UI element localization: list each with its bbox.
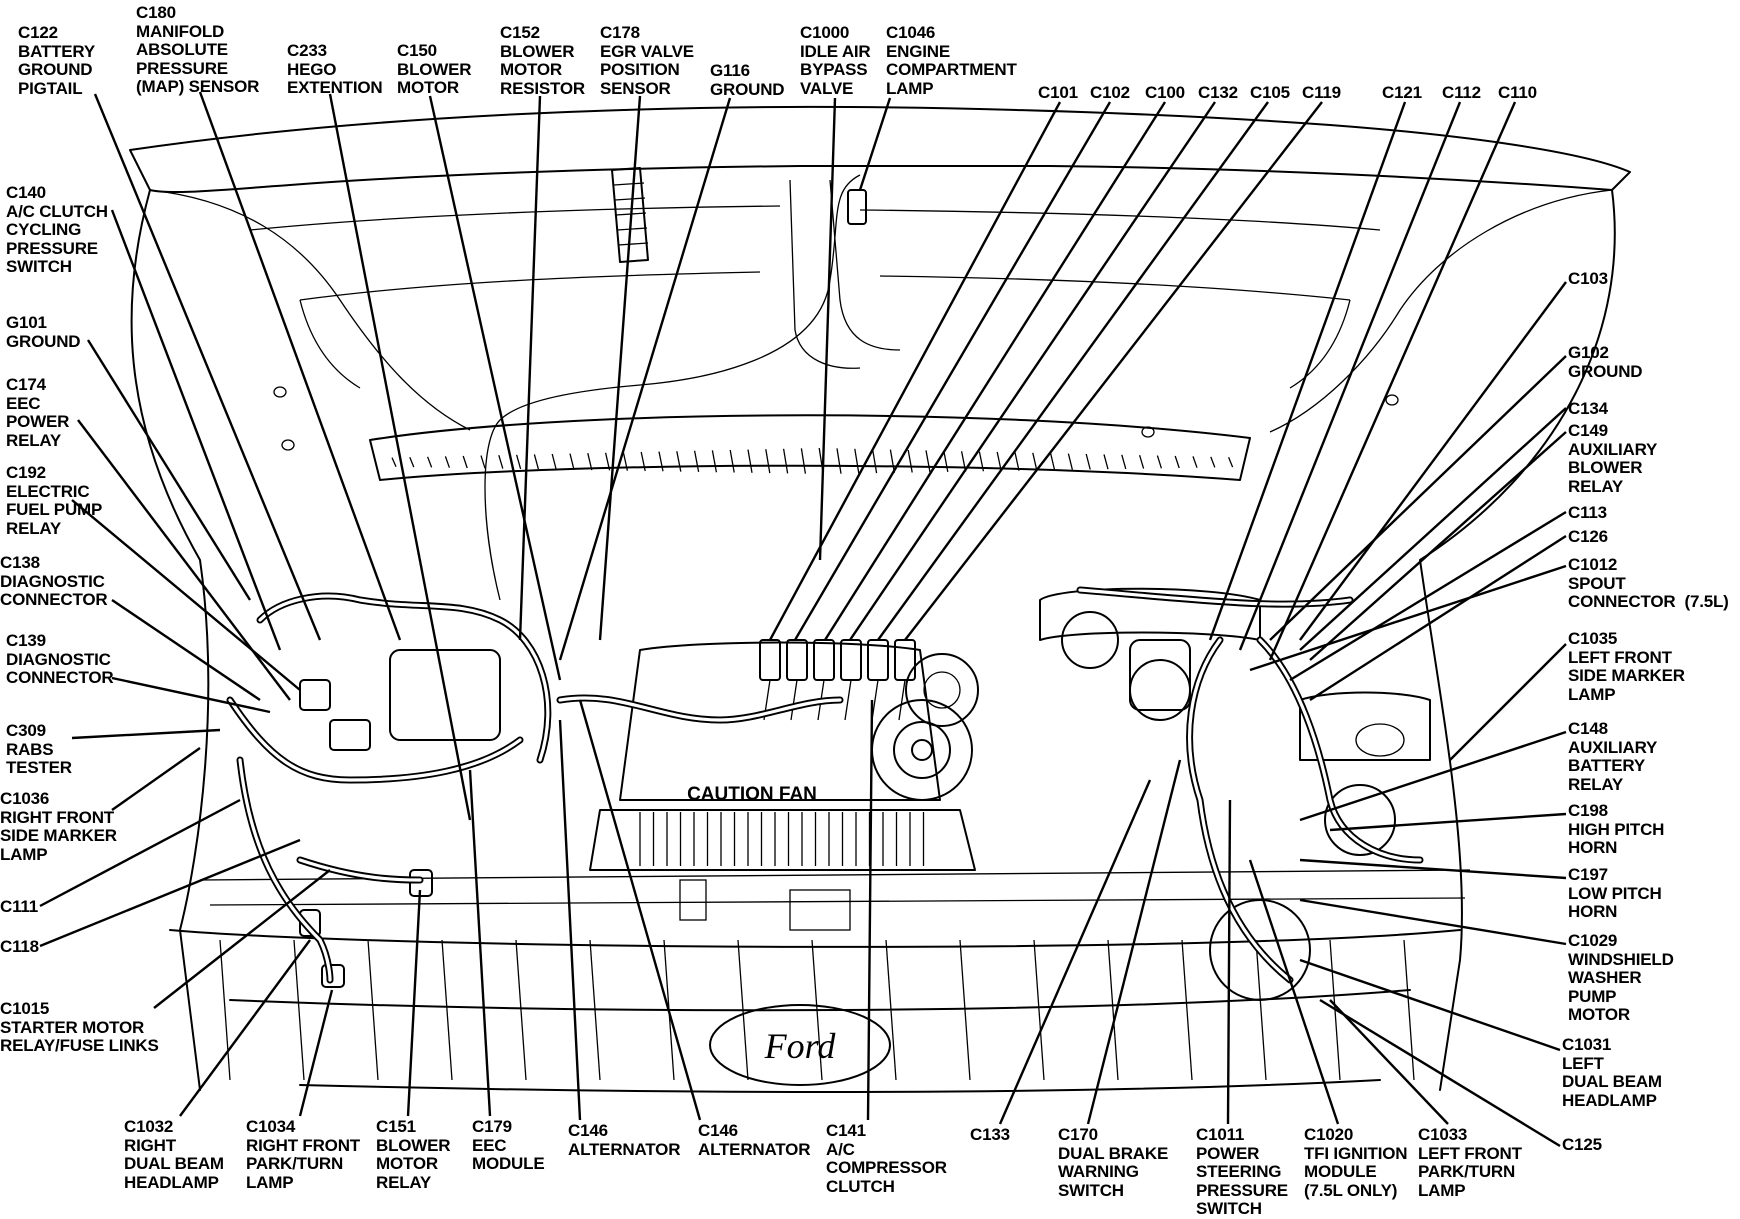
label-c121: C121 — [1382, 83, 1422, 102]
label-c102: C102 — [1090, 83, 1130, 102]
fuse-box — [389, 649, 501, 741]
label-c111: C111 — [0, 897, 38, 916]
engine-compartment-lamp — [847, 189, 867, 225]
label-c112: C112 — [1442, 83, 1481, 102]
hood — [129, 105, 1631, 451]
label-c134: C134 — [1568, 399, 1608, 418]
label-c113: C113 — [1568, 503, 1607, 522]
label-c133: C133 — [970, 1125, 1010, 1144]
bracket-a — [679, 879, 707, 921]
egr-spring-hose — [611, 167, 649, 263]
park-lamp-connector — [321, 964, 345, 988]
label-c110: C110 — [1498, 83, 1537, 102]
caution-fan-label: CAUTION FAN — [687, 784, 817, 805]
washer-pump — [1209, 899, 1311, 1001]
intake-and-reservoirs — [1039, 587, 1431, 1001]
bracket-b — [789, 889, 851, 931]
oil-filler-cap — [1061, 611, 1119, 669]
label-c119: C119 — [1302, 83, 1341, 102]
ac-compressor-pulley — [871, 699, 973, 801]
front-grille — [219, 939, 1415, 1081]
ford-badge-oval — [709, 1004, 891, 1086]
label-c105: C105 — [1250, 83, 1290, 102]
leader-lines — [39, 91, 1567, 1148]
label-c101: C101 — [1038, 83, 1078, 102]
label-c103: C103 — [1568, 269, 1608, 288]
label-c126: C126 — [1568, 527, 1608, 546]
horn — [1324, 784, 1396, 856]
label-c125: C125 — [1562, 1135, 1602, 1154]
ford-badge-text: Ford — [764, 1026, 837, 1066]
alternator-body — [905, 653, 979, 727]
label-c100: C100 — [1145, 83, 1185, 102]
engine-block: CAUTION FAN — [589, 641, 979, 931]
wiring-harness — [226, 174, 1424, 984]
label-c118: C118 — [0, 937, 39, 956]
hood-components — [611, 167, 867, 263]
brake-reservoir — [1129, 639, 1191, 711]
cowl-grille — [369, 414, 1251, 481]
label-c132: C132 — [1198, 83, 1238, 102]
